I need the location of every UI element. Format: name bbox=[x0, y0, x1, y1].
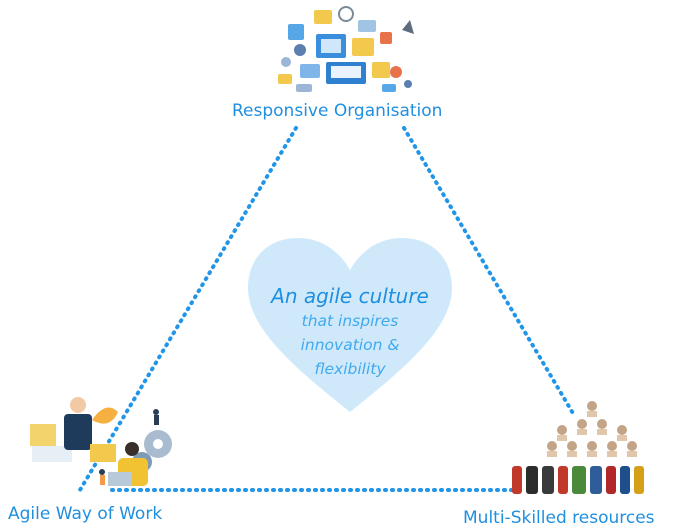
node-label-bottom-right: Multi-Skilled resources bbox=[463, 508, 655, 528]
heart-line: that inspires bbox=[301, 312, 399, 330]
business-strategy-icons-illustration bbox=[278, 6, 414, 92]
superheroes-team-illustration bbox=[512, 401, 644, 494]
team-working-illustration bbox=[30, 397, 172, 486]
heart-line: flexibility bbox=[314, 360, 386, 378]
heart-title: An agile culture bbox=[271, 284, 429, 308]
heart-line: innovation & bbox=[300, 336, 400, 354]
triangle-edges bbox=[78, 126, 576, 492]
heart-icon bbox=[248, 238, 452, 412]
node-label-top: Responsive Organisation bbox=[232, 101, 443, 121]
edge-top-left bbox=[78, 126, 298, 492]
node-label-bottom-left: Agile Way of Work bbox=[8, 504, 163, 524]
edge-top-right bbox=[402, 126, 576, 417]
